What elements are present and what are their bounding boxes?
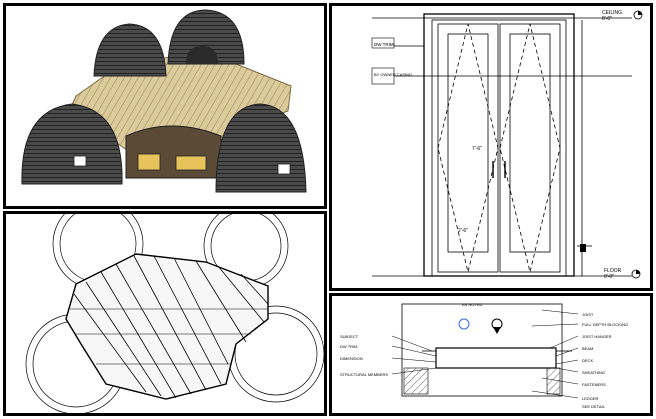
level-bottom-label: FLOOR [604,268,622,274]
blue-marker [458,318,470,330]
tag-2: BY OWNER CASING [374,72,412,77]
section-detail-panel: AS NOTED SUBJECT DW TRIM DIMENSION STRUC… [329,293,653,416]
tag-2-box [371,67,395,85]
note-right-3: JOIST HANGER [582,334,612,339]
note-top: AS NOTED [462,302,483,307]
note-left-3: DIMENSION [340,356,363,361]
framing-plan [25,214,324,413]
framing-outline [65,253,269,400]
note-right-2: FULL DEPTH BLOCKING [582,322,628,327]
note-left-1: SUBJECT [340,334,359,339]
framing-plan-panel [3,211,327,416]
note-right-4: BEAM [582,346,593,351]
dim-width: 2'-6" [458,228,468,234]
dome-front-left [21,103,123,185]
level-top-elev: 8'-0" [602,16,612,22]
note-left-2: DW TRIM [340,344,357,349]
section-detail: AS NOTED SUBJECT DW TRIM DIMENSION STRUC… [340,302,628,409]
dome-back-right [167,9,245,65]
dim-height: 7'-6" [472,146,482,152]
joist-lines [70,255,269,399]
note-right-5: DECK [582,358,593,363]
door-elevation: DW TRIM BY OWNER CASING CEILING 8'-0" FL… [371,10,643,280]
dome-back-left [93,23,167,77]
note-right-6: SHEATHING [582,370,605,375]
render-panel [3,3,327,209]
tag-1: DW TRIM [374,42,394,47]
tag-1-box [371,37,395,49]
note-right-8: LEDGER [582,396,599,401]
level-bottom-elev: 0'-0" [604,274,614,280]
door-elevation-panel: DW TRIM BY OWNER CASING CEILING 8'-0" FL… [329,3,653,291]
note-right-1: JOIST [582,312,594,317]
note-left-4: STRUCTURAL MEMBERS [340,372,388,377]
level-top-label: CEILING [602,10,622,16]
note-right-7: FASTENERS [582,382,606,387]
dome-render [21,9,307,193]
note-right-9: SEE DETAIL [582,404,606,409]
